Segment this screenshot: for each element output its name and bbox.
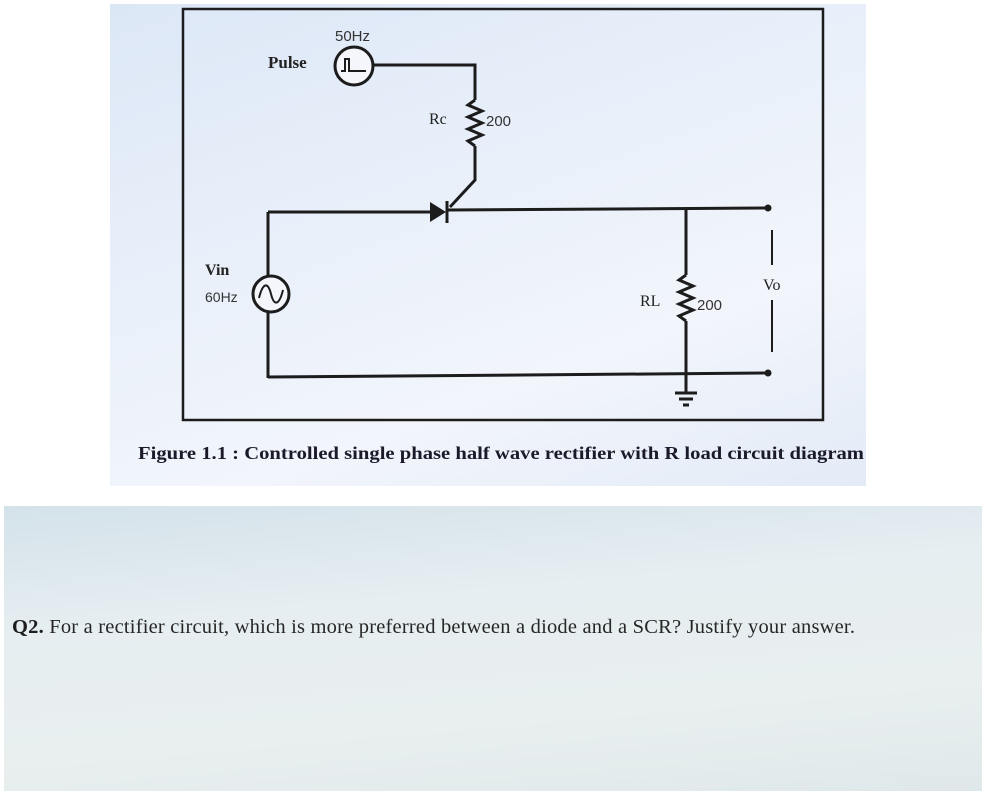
gate-resistor-icon xyxy=(464,98,486,148)
pulse-source-icon xyxy=(333,45,375,87)
output-terminal-top xyxy=(764,204,772,212)
question-number: Q2. xyxy=(12,616,44,638)
question-text: Q2. For a rectifier circuit, which is mo… xyxy=(12,605,972,650)
load-resistor-value: 200 xyxy=(697,297,722,314)
figure-caption: Figure 1.1 : Controlled single phase hal… xyxy=(138,443,864,463)
ac-source-icon xyxy=(251,274,291,314)
load-resistor-icon xyxy=(675,273,697,323)
output-terminal-bottom xyxy=(764,369,772,377)
gate-resistor-value: 200 xyxy=(486,113,511,130)
ground-icon xyxy=(675,375,697,407)
scr-thyristor-icon xyxy=(430,201,449,223)
pulse-freq-label: 50Hz xyxy=(335,28,370,45)
load-resistor-label: RL xyxy=(640,293,660,310)
vo-label: Vo xyxy=(763,277,781,294)
figure-photo xyxy=(110,4,866,486)
bottom-wire xyxy=(267,371,769,379)
gate-resistor-label: Rc xyxy=(429,111,447,128)
question-body: For a rectifier circuit, which is more p… xyxy=(43,616,856,638)
vin-label: Vin xyxy=(205,262,229,279)
gate-wire xyxy=(373,63,477,100)
figure-border xyxy=(181,7,825,422)
gate-lead xyxy=(448,146,477,209)
vin-freq-label: 60Hz xyxy=(205,289,238,305)
top-wire-right xyxy=(446,206,769,212)
question-photo xyxy=(4,506,982,791)
pulse-label: Pulse xyxy=(268,53,307,72)
